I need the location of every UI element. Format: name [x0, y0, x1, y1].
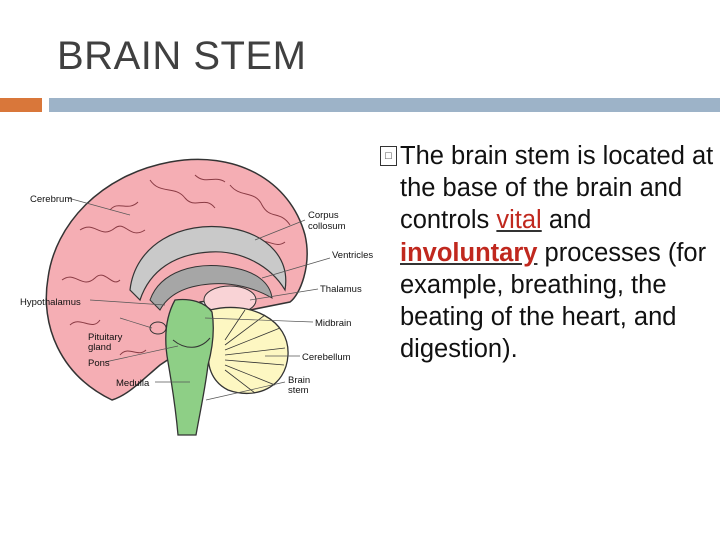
title-rule [49, 98, 720, 112]
label-pituitary-1: Pituitary [88, 332, 123, 343]
highlight-vital: vital [496, 206, 542, 235]
label-corpus-callosum-1: Corpus [308, 210, 339, 221]
bullet-icon: □ [380, 146, 397, 166]
label-brain-stem-2: stem [288, 385, 309, 396]
title-rule-accent [0, 98, 42, 112]
label-leaders [67, 197, 331, 401]
highlight-involuntary: involuntary [400, 238, 538, 267]
body-text-3: processes (for example, breathing, the b… [400, 238, 707, 364]
cerebrum-gyri [61, 174, 291, 356]
label-medulla: Medulla [116, 378, 150, 389]
slide-body: The brain stem is located at the base of… [380, 140, 715, 365]
label-cerebrum: Cerebrum [30, 194, 72, 205]
label-brain-stem-1: Brain [288, 375, 310, 386]
brain-stem-shape [165, 298, 214, 436]
body-text-1: The brain stem is located at the base of… [400, 142, 714, 235]
slide-title: BRAIN STEM [57, 34, 307, 78]
pituitary-shape [149, 321, 167, 335]
body-text-2: and [541, 206, 592, 235]
label-ventricles: Ventricles [332, 250, 373, 261]
label-pons: Pons [88, 358, 110, 369]
pons-line [172, 337, 211, 348]
label-cerebellum: Cerebellum [302, 352, 351, 363]
brain-diagram: Cerebrum Corpus collosum Ventricles Thal… [20, 158, 373, 436]
label-pituitary-2: gland [88, 342, 111, 353]
corpus-callosum-shape [129, 226, 287, 302]
label-thalamus: Thalamus [320, 284, 362, 295]
cerebellum-shape [207, 306, 289, 395]
ventricles-shape [149, 265, 273, 311]
label-corpus-callosum-2: collosum [308, 221, 346, 232]
label-hypothalamus: Hypothalamus [20, 297, 81, 308]
label-midbrain: Midbrain [315, 318, 351, 329]
body-paragraph: The brain stem is located at the base of… [380, 140, 715, 365]
